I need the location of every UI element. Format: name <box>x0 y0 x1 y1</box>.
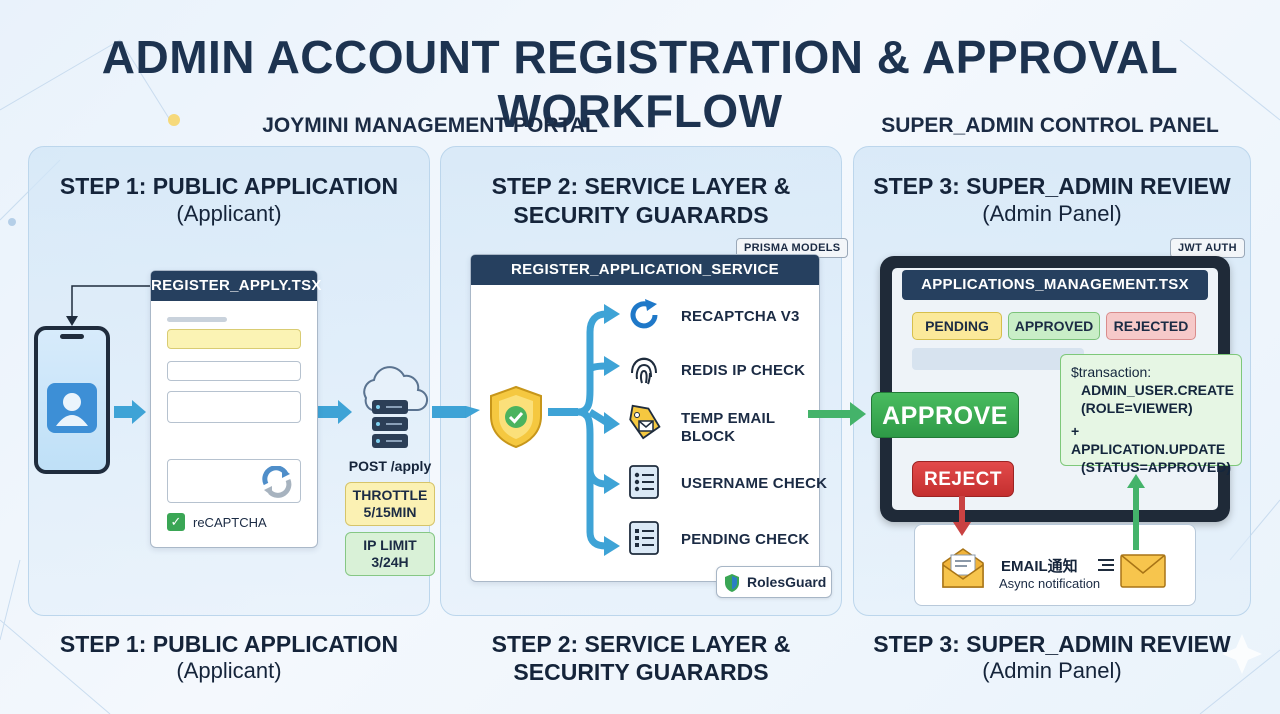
step3-subtitle: (Admin Panel) <box>982 201 1122 226</box>
footer-step3-subtitle: (Admin Panel) <box>982 658 1122 683</box>
check-label-username: USERNAME CHECK <box>681 475 828 492</box>
check-label-recaptcha: RECAPTCHA V3 <box>681 308 800 325</box>
notification-arrows <box>953 474 1145 550</box>
list-user-icon <box>626 464 662 500</box>
form-field-name[interactable] <box>167 329 301 349</box>
cloud-server-icon <box>363 366 428 448</box>
email-notification-card: EMAIL通知 Async notification <box>914 524 1196 606</box>
tx-line-admin-create: ADMIN_USER.CREATE <box>1081 382 1234 398</box>
tab-pending[interactable]: PENDING <box>912 312 1002 340</box>
prisma-models-tag: PRISMA MODELS <box>736 238 849 258</box>
main-title: ADMIN ACCOUNT REGISTRATION & APPROVAL WO… <box>101 31 1179 137</box>
tx-line-status: (STATUS=APPROVED) <box>1081 459 1231 475</box>
step2-title-line2: SECURITY GUARARDS <box>513 202 769 228</box>
form-field-message[interactable] <box>167 391 301 423</box>
check-label-redis-ip: REDIS IP CHECK <box>681 362 806 379</box>
step3-title: STEP 3: SUPER_ADMIN REVIEW <box>873 173 1231 199</box>
user-avatar-icon <box>47 383 97 433</box>
security-shield-icon <box>490 385 542 449</box>
envelope-open-icon <box>942 548 984 588</box>
ip-limit-badge: IP LIMIT 3/24H <box>345 532 435 576</box>
step2-title-line1: STEP 2: SERVICE LAYER & <box>491 173 791 199</box>
section-label-control-panel: SUPER_ADMIN CONTROL PANEL <box>881 114 1219 137</box>
register-apply-title: REGISTER_APPLY.TSX <box>151 271 321 301</box>
footer-step3-title: STEP 3: SUPER_ADMIN REVIEW <box>873 631 1231 657</box>
register-apply-card: REGISTER_APPLY.TSX ✓ reCAPTCHA <box>150 270 321 548</box>
list-icon <box>626 520 662 556</box>
applications-management-title: APPLICATIONS_MANAGEMENT.TSX <box>902 270 1208 300</box>
refresh-icon <box>626 297 662 333</box>
footer-step2-title-line1: STEP 2: SERVICE LAYER & <box>491 631 791 657</box>
step1-arrows <box>66 285 466 424</box>
tx-line-transaction: $transaction: <box>1071 364 1152 380</box>
recaptcha-checkbox-icon[interactable]: ✓ <box>167 513 185 531</box>
form-field-email[interactable] <box>167 361 301 381</box>
step1-subtitle: (Applicant) <box>176 201 282 226</box>
footer-step2-title-line2: SECURITY GUARARDS <box>513 659 769 685</box>
roles-guard-label: RolesGuard <box>747 574 827 590</box>
recaptcha-icon <box>262 466 292 498</box>
phone-device <box>34 326 110 474</box>
fingerprint-icon <box>626 351 662 387</box>
tab-rejected[interactable]: REJECTED <box>1106 312 1196 340</box>
recaptcha-widget[interactable] <box>167 459 301 503</box>
section-label-portal: JOYMINI MANAGEMENT PORTAL <box>262 114 598 137</box>
reject-button[interactable]: REJECT <box>912 461 1014 497</box>
tx-line-application-update: + APPLICATION.UPDATE <box>1071 423 1226 457</box>
post-apply-label: POST /apply <box>348 458 432 474</box>
form-header-line <box>167 317 227 322</box>
tag-mail-icon <box>626 404 662 441</box>
check-label-temp-email: TEMP EMAIL BLOCK <box>681 410 775 445</box>
recaptcha-label: reCAPTCHA <box>193 515 267 530</box>
approve-button[interactable]: APPROVE <box>871 392 1019 438</box>
envelope-closed-icon <box>1120 554 1166 588</box>
application-row <box>912 348 1084 370</box>
check-label-pending: PENDING CHECK <box>681 531 810 548</box>
service-branch-arrows <box>466 304 620 556</box>
transaction-box: $transaction: ADMIN_USER.CREATE (ROLE=VI… <box>1060 354 1242 475</box>
jwt-auth-tag: JWT AUTH <box>1170 238 1245 258</box>
tab-approved[interactable]: APPROVED <box>1008 312 1100 340</box>
email-title: EMAIL通知 <box>1001 558 1078 575</box>
step1-title: STEP 1: PUBLIC APPLICATION <box>59 173 399 199</box>
footer-step1-title: STEP 1: PUBLIC APPLICATION <box>59 631 399 657</box>
speed-lines-icon <box>1098 559 1114 571</box>
email-subtitle: Async notification <box>999 576 1101 591</box>
tx-line-role: (ROLE=VIEWER) <box>1081 400 1193 416</box>
footer-step1-subtitle: (Applicant) <box>176 658 282 683</box>
guard-shield-icon <box>725 574 739 592</box>
service-card-title: REGISTER_APPLICATION_SERVICE <box>471 255 819 285</box>
roles-guard-badge: RolesGuard <box>716 566 832 598</box>
throttle-badge: THROTTLE 5/15MIN <box>345 482 435 526</box>
